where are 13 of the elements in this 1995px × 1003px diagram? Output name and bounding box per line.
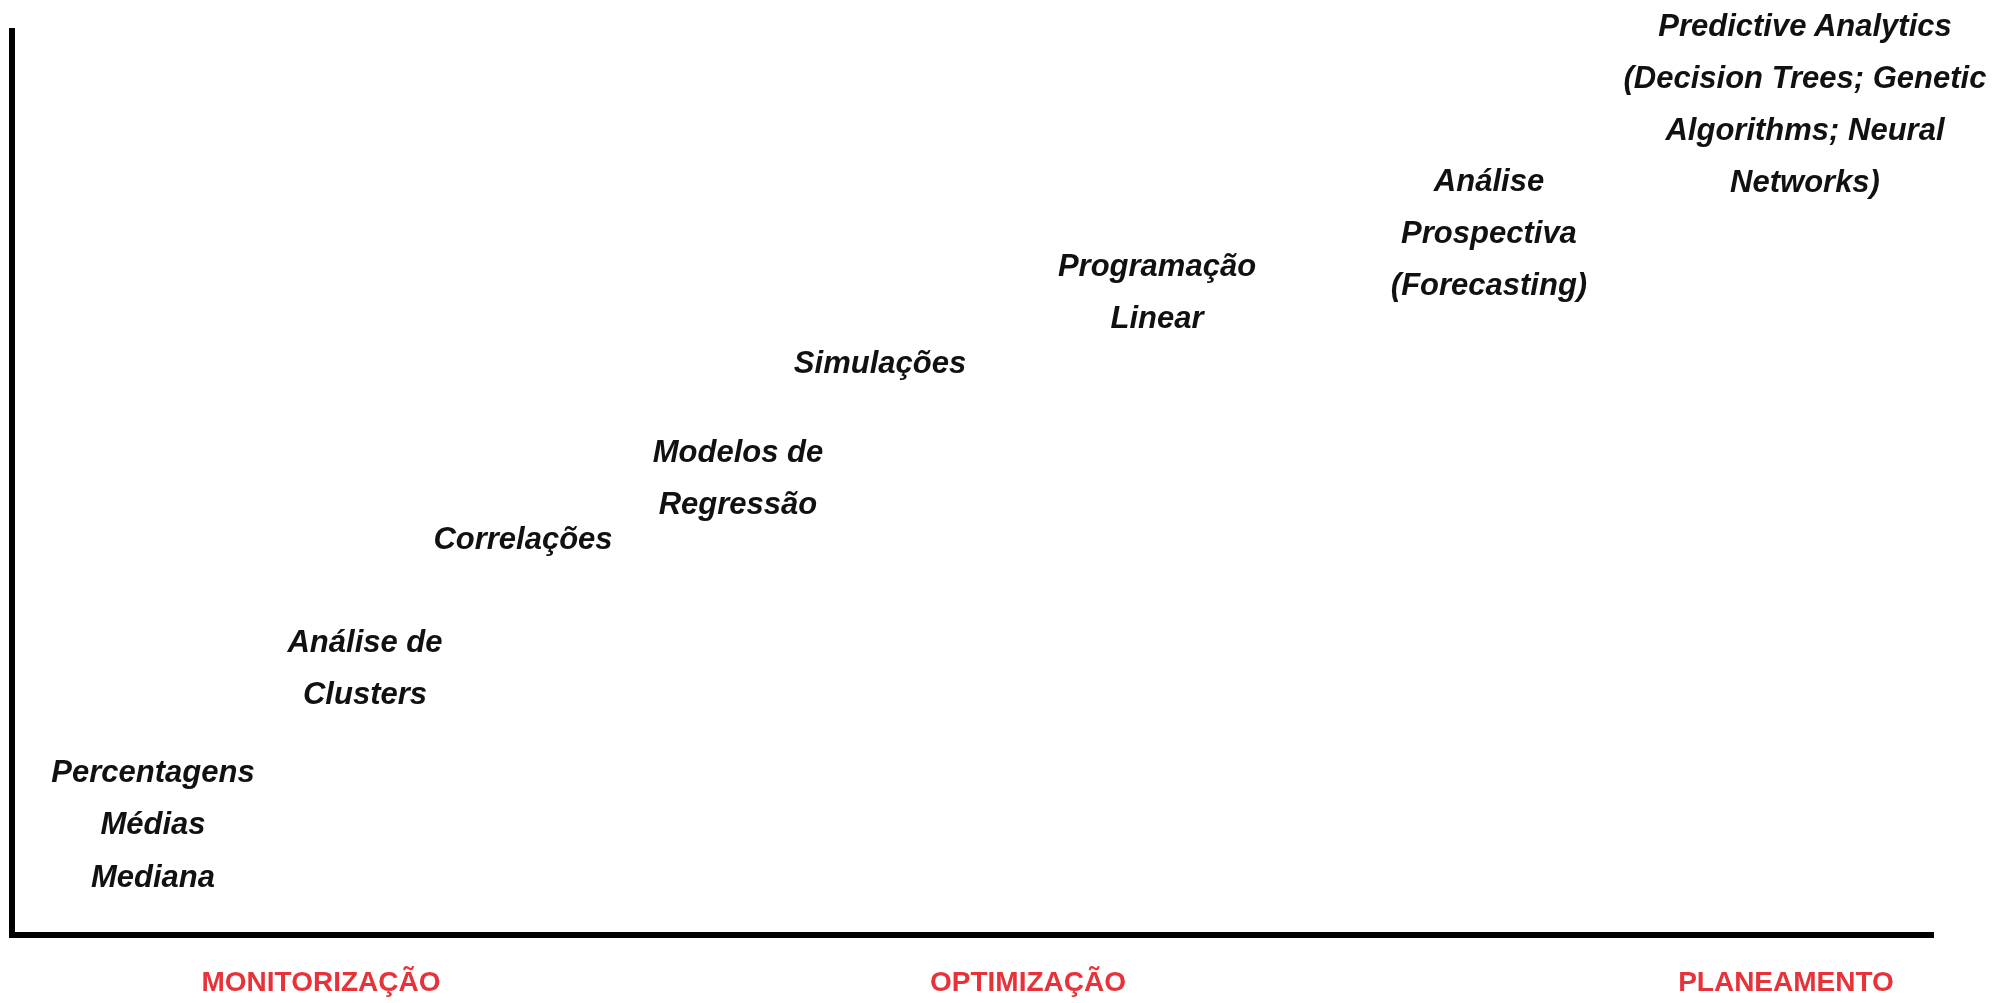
- method-label: Predictive Analytics (Decision Trees; Genetic Algorithms; Neural Networks): [1622, 7, 1988, 201]
- method-label: Análise de Clusters: [286, 623, 444, 713]
- method-label: Correlações: [432, 520, 614, 558]
- method-label: Médias: [99, 805, 207, 843]
- stage-label: PLANEAMENTO: [1677, 966, 1895, 998]
- method-label: Programação Linear: [1056, 247, 1258, 337]
- stage-label: OPTIMIZAÇÃO: [929, 966, 1127, 998]
- method-label: Simulações: [792, 344, 968, 382]
- method-label: Mediana: [90, 858, 216, 896]
- stage-label: MONITORIZAÇÃO: [200, 966, 442, 998]
- method-label: Análise Prospectiva (Forecasting): [1389, 162, 1589, 304]
- method-label: Modelos de Regressão: [651, 433, 825, 523]
- method-label: Percentagens: [50, 753, 256, 791]
